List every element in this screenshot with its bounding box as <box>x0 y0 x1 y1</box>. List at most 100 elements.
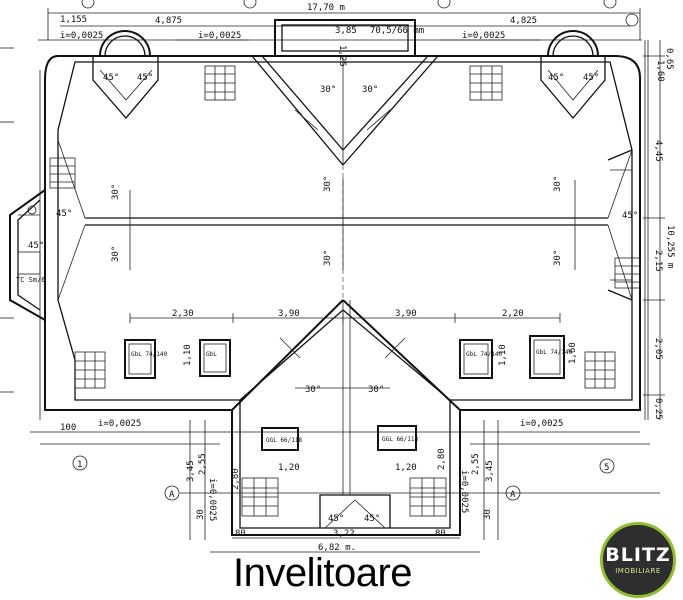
dim-10255: 10,255 m <box>665 225 675 268</box>
dim-80-right: 80 <box>435 529 446 539</box>
logo-subtitle: IMOBILIARE <box>615 566 661 575</box>
drawing-caption: Invelitoare <box>233 551 413 595</box>
dim-right-wing: 4,825 <box>510 16 537 26</box>
dim-682: 6,82 m. <box>318 543 356 553</box>
angle-right-hip: 45° <box>622 211 638 221</box>
axis-A-right: A <box>510 490 516 500</box>
window-2-label: GbL <box>206 351 217 358</box>
slope-left-small: i=0,0025 <box>60 31 103 41</box>
dim-025: 0,25 <box>653 398 663 420</box>
grille-8 <box>614 257 641 289</box>
dormer-top-right: 45° 45° <box>540 30 606 120</box>
grille-3 <box>74 351 106 389</box>
dim-100: 100 <box>60 423 76 433</box>
dim-120-left: 1,20 <box>278 463 300 473</box>
angle-gable-dormer-2: 45° <box>364 514 380 524</box>
angle-dormer-right-1: 45° <box>548 73 564 83</box>
window-1-label: GbL 74/140 <box>131 351 168 358</box>
logo-word: BLITZ <box>605 543 671 566</box>
grille-6 <box>409 477 447 517</box>
window-6-label: GGL 66/118 <box>382 436 419 443</box>
angle-gable-dormer-1: 45° <box>328 514 344 524</box>
grille-7 <box>49 157 76 189</box>
axis-5: 5 <box>604 463 609 473</box>
dim-280-left: 2,80 <box>231 468 241 490</box>
dim-160: 1,60 <box>568 342 578 364</box>
dim-80-left: 80 <box>235 529 246 539</box>
slope-bottom-right-2: i=0,0025 <box>459 470 469 513</box>
dim-120-right: 1,20 <box>395 463 417 473</box>
left-bay: 45° TC Sm/6 <box>9 189 46 321</box>
grille-5 <box>241 477 279 517</box>
window-1: GbL 74/140 <box>124 339 168 379</box>
angle-ridge-1: 30° <box>111 184 121 200</box>
slope-bottom-right: i=0,0025 <box>520 419 563 429</box>
dormer-top-left: 45° 45° <box>92 30 159 120</box>
dim-205: 2,05 <box>653 338 663 360</box>
angle-dormer-left-1: 45° <box>103 73 119 83</box>
bottom-gable: 30° 30° 45° 45° <box>231 299 461 529</box>
window-2: GbL <box>199 339 231 377</box>
left-edge-marks <box>0 47 14 393</box>
window-5: GGL 66/118 <box>261 427 303 451</box>
top-center-skylight: 3,85 1,25 70,5/66 mm 30° 30° <box>251 19 439 166</box>
angle-ridge-3: 30° <box>553 176 563 192</box>
angle-dormer-right-2: 45° <box>583 73 599 83</box>
dim-30-left: 30 <box>196 509 206 520</box>
dim-390-b: 3,90 <box>395 309 417 319</box>
dim-322: 3,22 <box>333 529 355 539</box>
dim-30-right: 30 <box>483 509 493 520</box>
dim-top-label-right: 70,5/66 mm <box>370 26 424 36</box>
axis-A: A <box>169 490 175 500</box>
angle-dormer-left-2: 45° <box>137 73 153 83</box>
vent-grilles <box>49 65 641 517</box>
dim-445: 4,45 <box>653 140 663 162</box>
grille-2 <box>469 65 503 101</box>
dim-390-a: 3,90 <box>278 309 300 319</box>
angle-gable-left: 30° <box>305 385 321 395</box>
central-ridge: 30° 30° 30° 30° 30° 30° 45° 45° <box>56 139 638 301</box>
axis-1: 1 <box>77 460 82 470</box>
angle-gable-right: 30° <box>368 385 384 395</box>
dim-215: 2,15 <box>653 250 663 272</box>
grille-4 <box>584 351 616 389</box>
dim-280-right: 2,80 <box>437 448 447 470</box>
window-left-bay: TC Sm/6 <box>16 276 46 284</box>
right-bay <box>607 149 633 301</box>
angle-ridge-5: 30° <box>323 250 333 266</box>
slope-bottom-left: i=0,0025 <box>98 419 141 429</box>
dim-top-left-small: 1,155 <box>60 15 87 25</box>
slope-top-left: i=0,0025 <box>198 31 241 41</box>
dim-065: 0,65 <box>664 48 674 70</box>
window-3-label: GbL 74/140 <box>466 351 503 358</box>
angle-ridge-6: 30° <box>553 250 563 266</box>
dim-220: 2,20 <box>502 309 524 319</box>
dim-110-b: 1,10 <box>498 344 508 366</box>
window-4: GbL 74/140 <box>529 335 573 379</box>
slope-bottom-left-2: i=0,0025 <box>207 478 217 521</box>
bottom-dimensions: 100 1 5 A A 3,45 2,55 2,80 30 1,20 1,20 … <box>30 420 660 553</box>
window-3: GbL 74/140 <box>459 339 503 379</box>
dim-center-window-h: 1,25 <box>337 45 347 67</box>
dim-345-right: 3,45 <box>485 460 495 482</box>
dim-345-left: 3,45 <box>186 460 196 482</box>
window-4-label: GbL 74/140 <box>536 349 573 356</box>
angle-top-right: 30° <box>362 85 378 95</box>
dim-255-right: 2,55 <box>471 453 481 475</box>
roof-windows: GbL 74/140 GbL GbL 74/140 GbL 74/140 GGL… <box>124 335 573 451</box>
window-6: GGL 66/118 <box>377 425 419 451</box>
right-dimension-chain: 4,45 2,15 10,255 m 2,05 0,25 0,65 <box>643 40 675 420</box>
mid-dimension-chain: 2,30 3,90 3,90 2,20 1,10 1,10 1,60 <box>129 309 578 366</box>
angle-top-left: 30° <box>320 85 336 95</box>
dim-110-a: 1,10 <box>183 344 193 366</box>
window-5-label: GGL 66/118 <box>266 437 303 444</box>
dim-255-left: 2,55 <box>198 453 208 475</box>
dim-230: 2,30 <box>172 309 194 319</box>
slope-labels: i=0,0025 i=0,0025 i=0,0025 i=0,0025 i=0,… <box>60 31 563 521</box>
blitz-logo: BLITZ IMOBILIARE <box>600 522 676 598</box>
dim-center-window: 3,85 <box>335 26 357 36</box>
dim-left-wing: 4,875 <box>155 16 182 26</box>
angle-ridge-4: 30° <box>111 246 121 262</box>
angle-ridge-2: 30° <box>323 176 333 192</box>
